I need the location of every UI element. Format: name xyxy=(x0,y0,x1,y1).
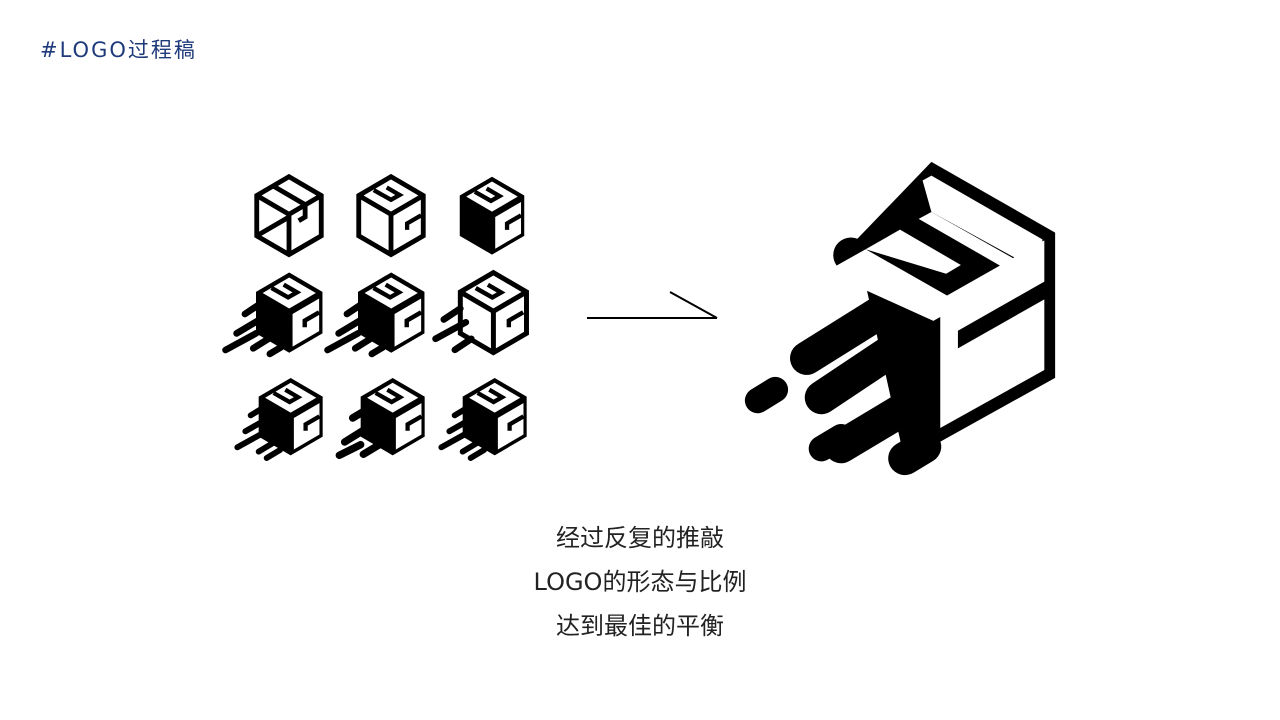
final-logo-icon xyxy=(744,161,1056,476)
page-title: #LOGO过程稿 xyxy=(40,38,197,62)
sketch-left-filled-sc-icon xyxy=(459,176,525,255)
sketch-speed-lines-a-icon xyxy=(222,272,323,358)
sketch-speed-lines-c-icon xyxy=(432,269,529,356)
sketch-outline-sc-icon xyxy=(356,174,426,258)
arrow-right-icon xyxy=(587,291,718,319)
sketch-outline-box-icon xyxy=(254,174,324,258)
caption-line-1: 经过反复的推敲 xyxy=(556,524,724,552)
sketch-speed-lines-b-icon xyxy=(324,272,425,358)
sketch-speed-lines-e-icon xyxy=(335,378,425,460)
caption-line-2: LOGO的形态与比例 xyxy=(533,568,747,596)
caption-line-3: 达到最佳的平衡 xyxy=(556,612,724,640)
sketch-speed-lines-f-icon xyxy=(438,378,527,461)
sketch-speed-lines-d-icon xyxy=(234,378,323,461)
